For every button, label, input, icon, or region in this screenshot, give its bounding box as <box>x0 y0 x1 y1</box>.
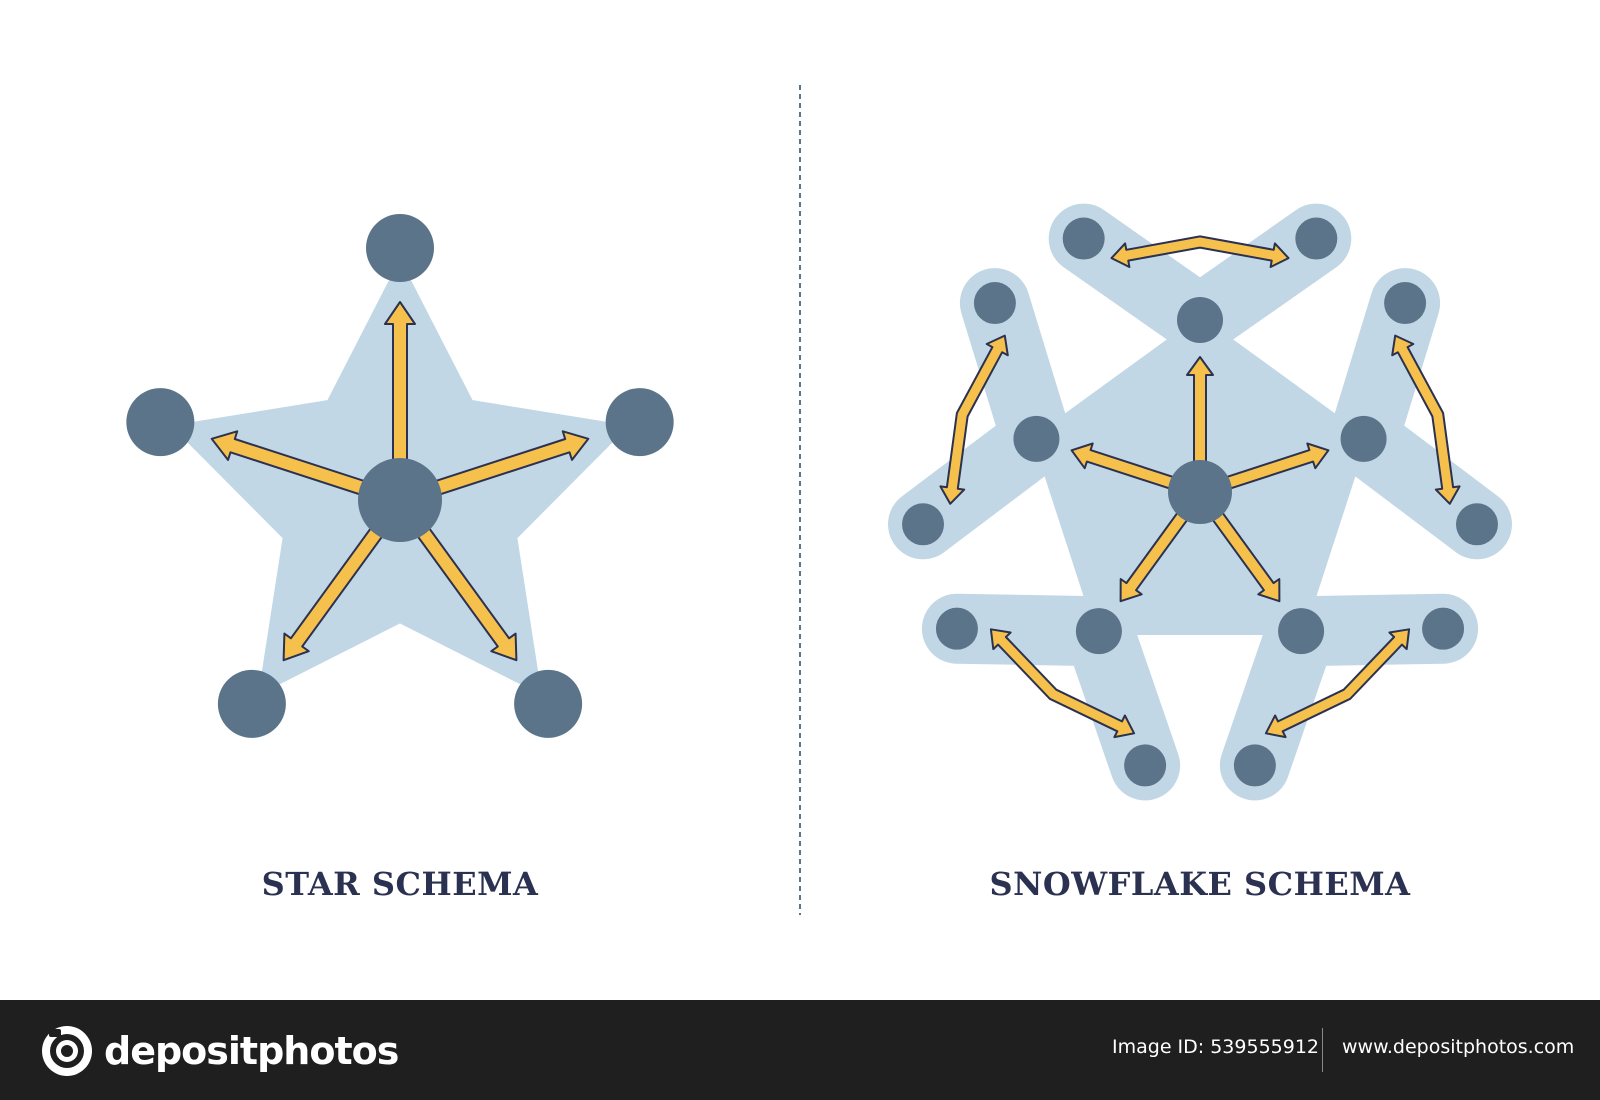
subdimension-node-2b <box>1455 503 1498 546</box>
dimension-node-2 <box>605 388 674 457</box>
schema-diagram <box>126 85 1512 915</box>
dimension-node-1 <box>1177 297 1223 343</box>
dimension-node-3 <box>1278 608 1325 655</box>
dimension-node-5 <box>126 388 195 457</box>
subdimension-node-2a <box>1384 282 1427 325</box>
brand-logo[interactable]: depositphotos <box>40 1024 399 1078</box>
snowflake-branch-region-2 <box>1328 268 1512 560</box>
subdimension-node-4b <box>935 607 978 650</box>
subdimension-node-1b <box>1295 217 1338 260</box>
dimension-node-4 <box>217 669 286 738</box>
snowflake-subarrow-1 <box>1110 235 1290 268</box>
camera-icon <box>42 1026 92 1076</box>
subdimension-node-3b <box>1233 744 1276 787</box>
star-schema <box>126 214 674 738</box>
star-schema-title: STAR SCHEMA <box>261 865 539 903</box>
fact-table-node <box>1168 460 1232 524</box>
footer-divider <box>1322 1028 1323 1072</box>
dimension-node-4 <box>1075 608 1122 655</box>
snowflake-subarrow-3 <box>1264 628 1411 739</box>
snowflake-schema <box>888 203 1512 801</box>
snowflake-schema-title: SNOWFLAKE SCHEMA <box>989 865 1411 903</box>
subdimension-node-1a <box>1062 217 1105 260</box>
snowflake-branch-region-5 <box>888 268 1072 560</box>
brand-name: depositphotos <box>104 1029 399 1073</box>
subdimension-node-5b <box>973 282 1016 325</box>
subdimension-node-5a <box>902 503 945 546</box>
footer-bar: depositphotos Image ID: 539555912 www.de… <box>0 1000 1600 1100</box>
dimension-node-5 <box>1013 415 1060 462</box>
dimension-node-3 <box>514 669 583 738</box>
subdimension-node-3a <box>1422 607 1465 650</box>
site-url-link[interactable]: www.depositphotos.com <box>1342 1036 1575 1058</box>
subdimension-node-4a <box>1124 744 1167 787</box>
snowflake-subarrow-2 <box>1391 334 1461 505</box>
fact-table-node <box>358 458 442 542</box>
snowflake-subarrow-5 <box>939 334 1009 505</box>
dimension-node-1 <box>366 214 434 282</box>
image-id-label: Image ID: 539555912 <box>1112 1036 1320 1058</box>
snowflake-subarrow-4 <box>989 628 1136 739</box>
dimension-node-2 <box>1340 415 1387 462</box>
